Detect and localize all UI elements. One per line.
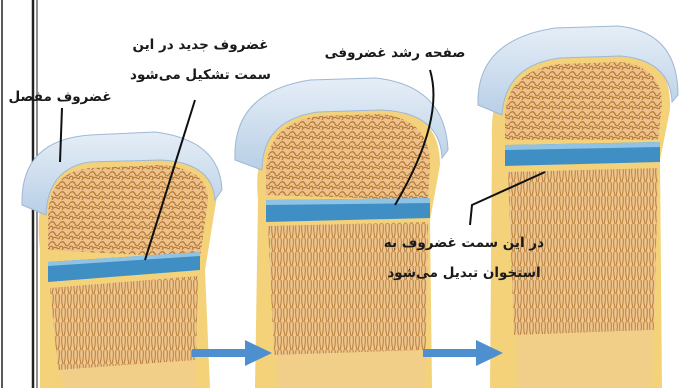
label-new-cartilage-line2: سمت تشکیل می‌شود xyxy=(118,60,283,90)
label-new-cartilage-line1: غضروف جدید در این xyxy=(118,30,283,60)
label-new-cartilage: غضروف جدید در این سمت تشکیل می‌شود xyxy=(118,30,283,90)
label-articular-cartilage: غضروف مفصل xyxy=(4,82,116,112)
label-ossification: در این سمت غضروف به استخوان تبدیل می‌شود xyxy=(384,228,544,288)
label-growth-plate: صفحه رشد غضروفی xyxy=(320,38,470,68)
bone-stage-3 xyxy=(478,26,678,388)
label-ossification-line2: استخوان تبدیل می‌شود xyxy=(384,258,544,288)
label-ossification-line1: در این سمت غضروف به xyxy=(384,228,544,258)
bone-stage-1 xyxy=(22,132,222,388)
